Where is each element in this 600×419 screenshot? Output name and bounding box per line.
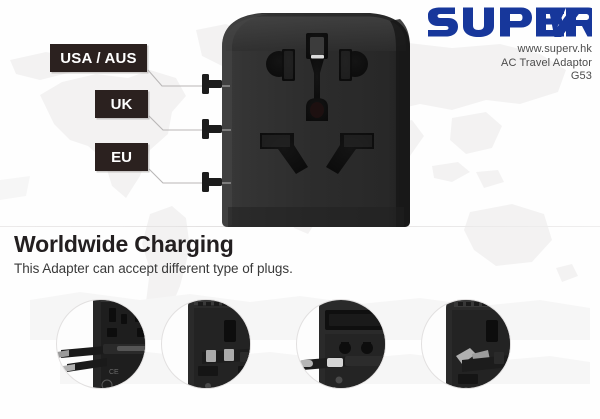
callout-usa-aus-label: USA / AUS [60, 49, 137, 67]
plug-variant-gallery: CE [0, 292, 600, 419]
page-title: Worldwide Charging [14, 231, 234, 257]
thumb-usa-plug[interactable]: CE [56, 299, 146, 389]
callout-eu-label: EU [111, 148, 132, 166]
callout-eu: EU [95, 143, 148, 171]
thumb-eu-plug-image: FC [299, 300, 385, 389]
plug-slider-switches [196, 72, 226, 202]
thumb-aus-plug-image [446, 300, 510, 388]
brand-block: www.superv.hk AC Travel Adaptor G53 [402, 6, 592, 84]
thumb-aus-plug[interactable] [421, 299, 511, 389]
brand-model: G53 [570, 70, 592, 82]
thumb-uk-plug-image [188, 300, 250, 388]
svg-text:FC: FC [327, 387, 336, 389]
thumb-usa-plug-image: CE [57, 300, 145, 388]
svg-text:CE: CE [109, 369, 119, 376]
brand-website: www.superv.hk [517, 43, 592, 55]
thumb-eu-plug[interactable]: FC [296, 299, 386, 389]
thumb-uk-plug[interactable] [161, 299, 251, 389]
callout-usa-aus: USA / AUS [50, 44, 147, 72]
travel-adaptor-product [216, 11, 416, 228]
callout-uk-label: UK [110, 95, 133, 113]
brand-product-name: AC Travel Adaptor [501, 56, 592, 69]
callout-uk: UK [95, 90, 148, 118]
superv-logo [428, 7, 592, 37]
page-subtitle: This Adapter can accept different type o… [14, 261, 293, 276]
